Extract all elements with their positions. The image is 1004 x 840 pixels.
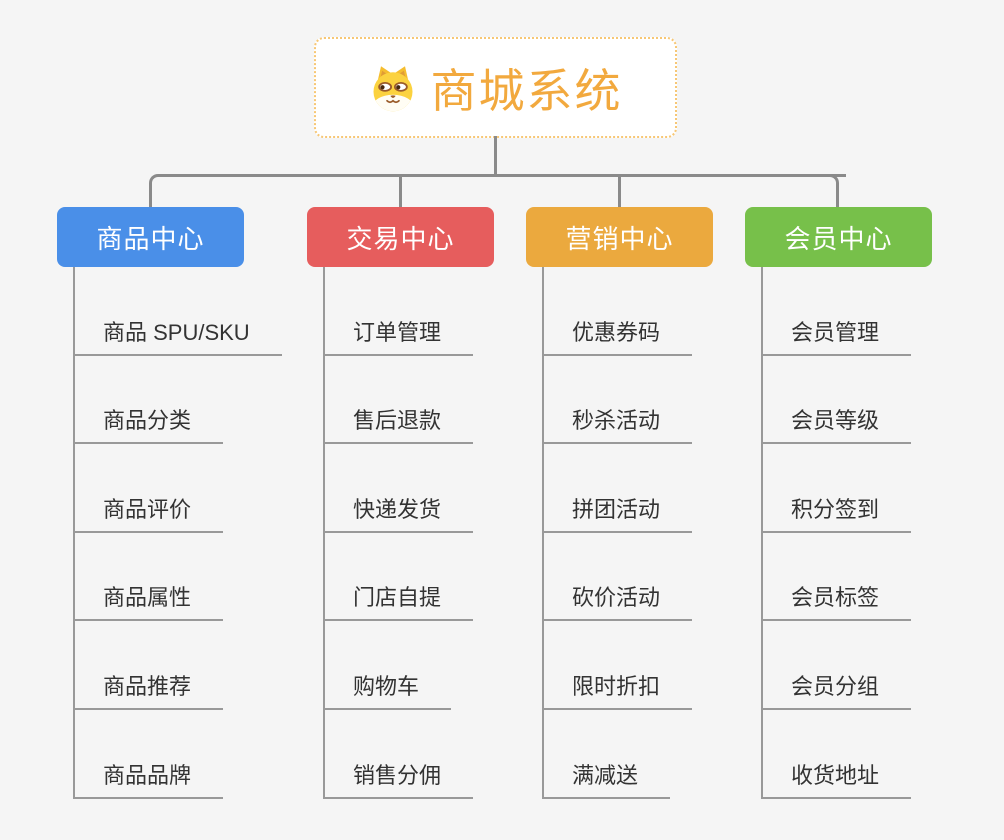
leaf-topic[interactable]: 会员分组 <box>761 669 912 710</box>
leaf-topic[interactable]: 售后退款 <box>323 403 474 445</box>
branch-marketing-center: 营销中心 优惠券码 秒杀活动 拼团活动 砍价活动 限时折扣 满减送 <box>526 207 713 799</box>
leaf-topic[interactable]: 销售分佣 <box>323 758 474 799</box>
branch-spine <box>323 265 325 799</box>
branch-topic-member-center[interactable]: 会员中心 <box>745 207 932 267</box>
leaf-topic[interactable]: 商品评价 <box>73 492 224 533</box>
branch-product-center: 商品中心 商品 SPU/SKU 商品分类 商品评价 商品属性 商品推荐 商品品牌 <box>57 207 282 799</box>
leaf-topic[interactable]: 优惠券码 <box>542 315 693 356</box>
branch-children: 会员管理 会员等级 积分签到 会员标签 会员分组 收货地址 <box>745 267 912 799</box>
root-topic-title: 商城系统 <box>430 64 623 117</box>
leaf-topic[interactable]: 限时折扣 <box>542 669 693 710</box>
connector-stub-marketing <box>618 174 621 209</box>
branch-spine <box>73 265 75 799</box>
leaf-topic[interactable]: 门店自提 <box>323 580 474 622</box>
leaf-topic[interactable]: 快递发货 <box>323 492 474 533</box>
branch-topic-marketing-center[interactable]: 营销中心 <box>526 207 713 267</box>
root-topic[interactable]: 商城系统 <box>314 37 677 138</box>
leaf-topic[interactable]: 商品属性 <box>73 580 224 622</box>
connector-corner-right <box>817 174 839 209</box>
leaf-topic[interactable]: 购物车 <box>323 669 452 710</box>
branch-topic-trade-center[interactable]: 交易中心 <box>307 207 494 267</box>
branch-children: 商品 SPU/SKU 商品分类 商品评价 商品属性 商品推荐 商品品牌 <box>57 267 282 799</box>
leaf-topic[interactable]: 会员标签 <box>761 580 912 622</box>
connector-root-vertical <box>494 136 497 176</box>
connector-stub-trade <box>399 174 402 209</box>
dog-face-icon <box>369 64 417 112</box>
branch-spine <box>761 265 763 799</box>
branch-children: 订单管理 售后退款 快递发货 门店自提 购物车 销售分佣 <box>307 267 474 799</box>
leaf-topic[interactable]: 满减送 <box>542 758 671 799</box>
branch-children: 优惠券码 秒杀活动 拼团活动 砍价活动 限时折扣 满减送 <box>526 267 693 799</box>
branch-spine <box>542 265 544 799</box>
leaf-topic[interactable]: 拼团活动 <box>542 492 693 533</box>
connector-corner-left <box>149 174 171 209</box>
leaf-topic[interactable]: 商品分类 <box>73 403 224 445</box>
leaf-topic[interactable]: 秒杀活动 <box>542 403 693 445</box>
branch-member-center: 会员中心 会员管理 会员等级 积分签到 会员标签 会员分组 收货地址 <box>745 207 932 799</box>
branch-trade-center: 交易中心 订单管理 售后退款 快递发货 门店自提 购物车 销售分佣 <box>307 207 494 799</box>
leaf-topic[interactable]: 砍价活动 <box>542 580 693 622</box>
leaf-topic[interactable]: 订单管理 <box>323 315 474 356</box>
leaf-topic[interactable]: 商品推荐 <box>73 669 224 710</box>
leaf-topic[interactable]: 积分签到 <box>761 492 912 533</box>
leaf-topic[interactable]: 会员等级 <box>761 403 912 445</box>
leaf-topic[interactable]: 商品品牌 <box>73 758 224 799</box>
leaf-topic[interactable]: 会员管理 <box>761 315 912 356</box>
connector-horizontal-bar <box>158 174 846 177</box>
leaf-topic[interactable]: 商品 SPU/SKU <box>73 315 282 356</box>
branch-topic-product-center[interactable]: 商品中心 <box>57 207 244 267</box>
leaf-topic[interactable]: 收货地址 <box>761 758 912 799</box>
